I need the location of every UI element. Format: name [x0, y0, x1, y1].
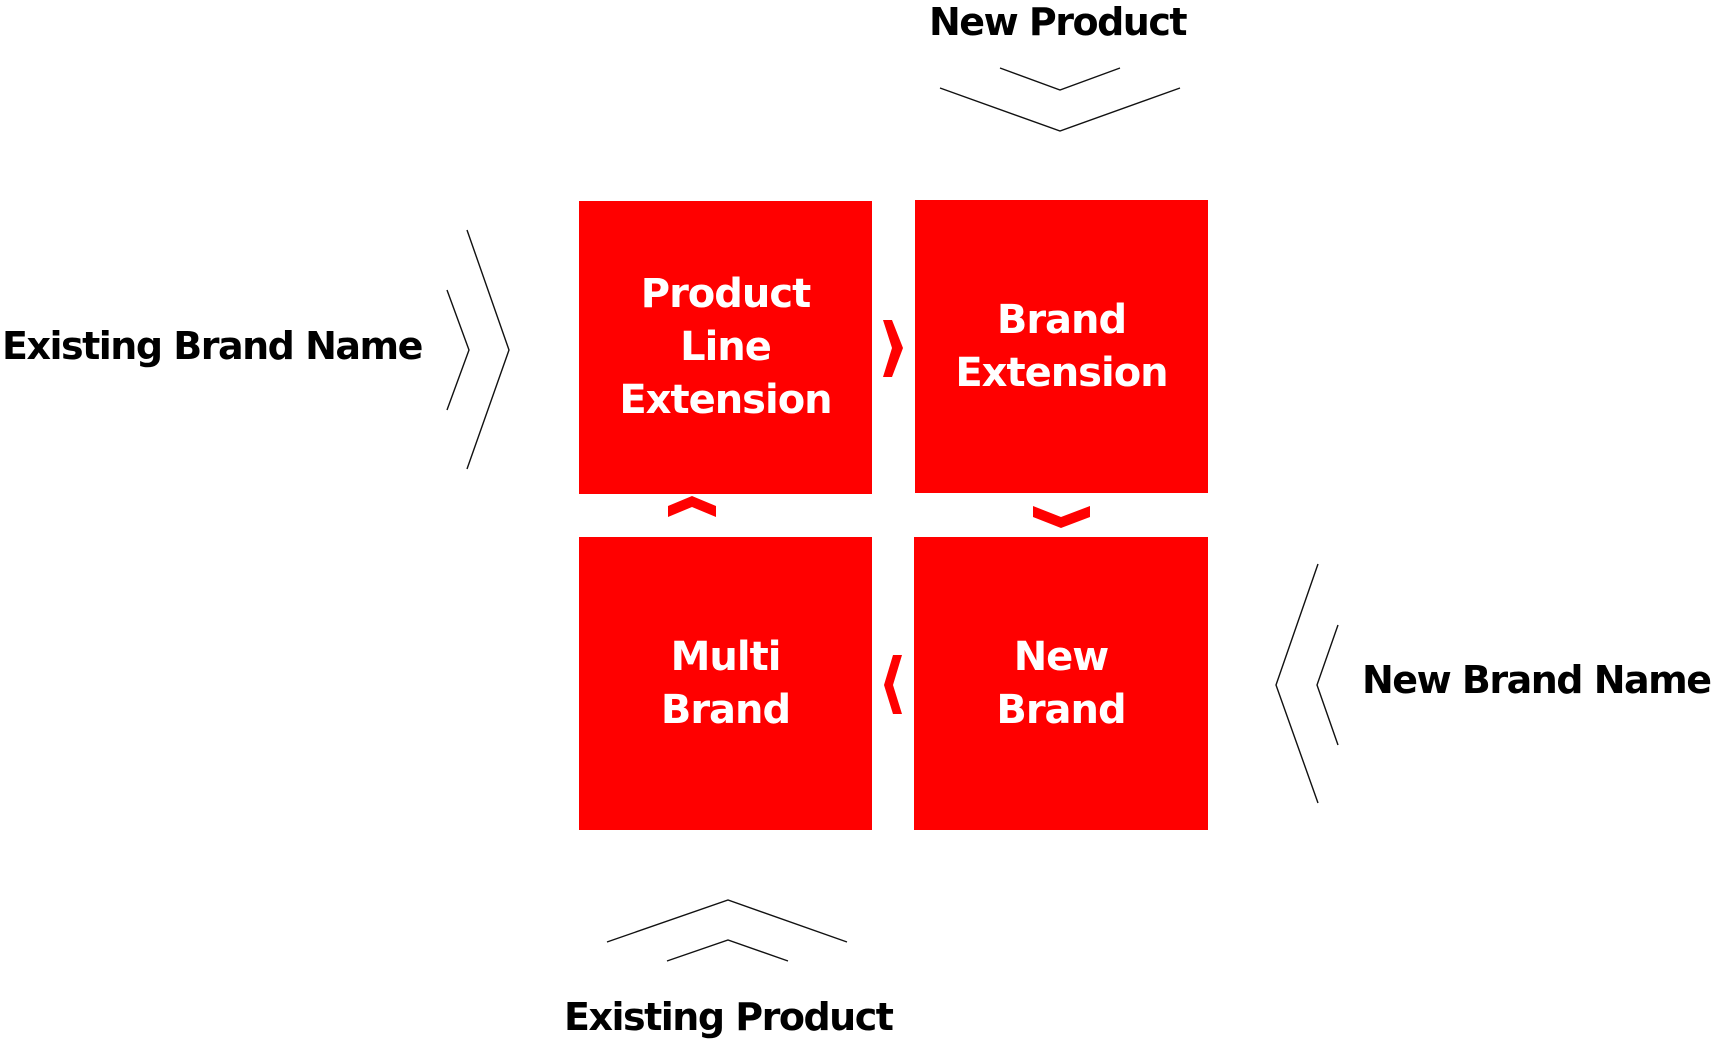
chevron-right-icon — [446, 229, 510, 470]
quadrant-new-brand: New Brand — [914, 537, 1208, 830]
quadrant-text-line: Multi — [670, 633, 782, 680]
quadrant-text-line: Product — [640, 271, 811, 317]
axis-label-right: New Brand Name — [1362, 658, 1712, 702]
chevron-left-icon — [1275, 563, 1339, 804]
axis-label-left: Existing Brand Name — [2, 324, 423, 368]
axis-label-top: New Product — [929, 0, 1188, 44]
quadrant-text-line: Brand — [660, 686, 791, 733]
quadrant-text-line: Brand — [996, 296, 1127, 343]
quadrant-text-line: Line — [680, 324, 772, 370]
chevron-up-icon — [606, 899, 848, 962]
axis-label-bottom: Existing Product — [564, 995, 894, 1039]
quadrant-text-line: New — [1013, 633, 1110, 680]
flow-arrow-up-icon — [668, 496, 716, 517]
quadrant-brand-extension: Brand Extension — [915, 200, 1208, 493]
chevron-down-icon — [939, 67, 1181, 132]
quadrant-multi-brand: Multi Brand — [579, 537, 872, 830]
quadrant-text-line: Brand — [996, 686, 1126, 733]
flow-arrow-right-icon — [883, 320, 903, 377]
quadrant-text-line: Extension — [619, 377, 832, 423]
quadrant-product-line-extension: Product Line Extension — [579, 201, 872, 494]
flow-arrow-left-icon — [884, 655, 902, 714]
quadrant-text-line: Extension — [955, 349, 1168, 396]
flow-arrow-down-icon — [1033, 506, 1090, 528]
